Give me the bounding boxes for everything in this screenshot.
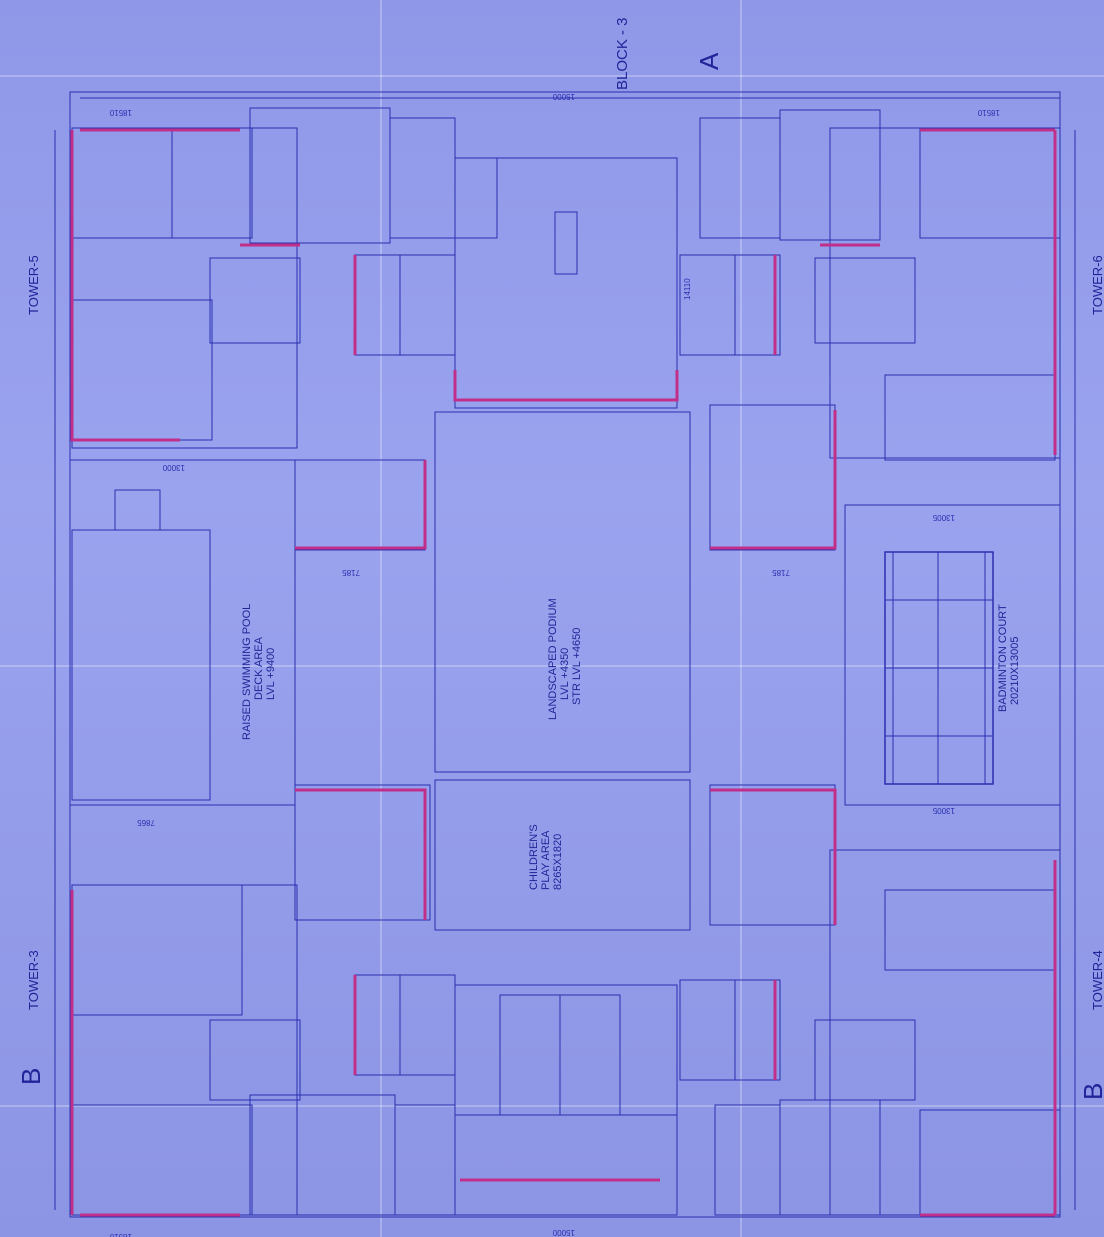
t6-stair-2 (814, 257, 916, 344)
bc-lower (454, 1114, 678, 1216)
tower-6-outline (829, 127, 1061, 459)
t4-club (709, 784, 836, 926)
dimension: 7865 (137, 818, 155, 827)
wall (710, 788, 837, 925)
tower-5-outline (71, 127, 298, 449)
badminton-label-2: 20210X13005 (1009, 636, 1021, 705)
fold-line (0, 665, 1104, 667)
grid-marker-a: A (694, 52, 724, 70)
play-label-1: CHILDREN'S (528, 824, 540, 890)
wall (295, 460, 427, 550)
fold-line (0, 1105, 1104, 1107)
block-label: BLOCK - 3 (614, 17, 631, 90)
t5-stair-2 (399, 254, 456, 356)
pool-label-3: LVL +9400 (265, 648, 277, 700)
t5-unit (389, 117, 456, 239)
t3-unit (71, 884, 243, 1016)
wall (710, 410, 837, 550)
dimension: 15000 (552, 1228, 575, 1237)
dimension: 14110 (683, 278, 692, 300)
tower-3-outline (71, 884, 298, 1216)
t5-stair (209, 257, 301, 344)
dimension: 18510 (109, 108, 132, 117)
t6-club (709, 404, 836, 551)
tower-4-label: TOWER-4 (1090, 950, 1104, 1010)
dimension: 13005 (932, 513, 955, 522)
bc-unit (499, 994, 561, 1116)
wall (453, 370, 679, 402)
dimension: 7185 (772, 568, 790, 577)
t3-lift (354, 974, 401, 1076)
t6-unit (699, 117, 781, 239)
t5-unit (71, 127, 173, 239)
t4-stair-2 (814, 1019, 916, 1101)
podium-label-2: LVL +4350 (559, 648, 571, 700)
dimension: 15000 (552, 92, 575, 101)
t5-club (294, 459, 426, 551)
court-zone (844, 504, 1061, 806)
tower-4-outline (829, 849, 1061, 1216)
tower-6-label: TOWER-6 (1090, 255, 1104, 315)
fold-line (380, 0, 382, 1237)
pool-deck (69, 459, 296, 806)
tower-5-label: TOWER-5 (26, 255, 41, 315)
t4-unit (919, 1109, 1061, 1216)
t4-unit (714, 1104, 781, 1216)
stair-block-top (454, 157, 498, 239)
tower-3-label: TOWER-3 (26, 950, 41, 1010)
dimension: 7185 (342, 568, 360, 577)
t6-lift (734, 254, 781, 356)
pool-label-1: RAISED SWIMMING POOL (241, 604, 253, 740)
t4-lift (734, 979, 781, 1081)
podium-label-3: STR LVL +4650 (571, 628, 583, 705)
bc-unit (559, 994, 621, 1116)
t6-unit (919, 127, 1061, 239)
jacuzzi (114, 489, 161, 531)
t3-unit (71, 1104, 253, 1216)
t6-unit (884, 374, 1056, 461)
podium-label-1: LANDSCAPED PODIUM (547, 598, 559, 720)
swimming-pool (71, 529, 211, 801)
fold-line (0, 75, 1104, 77)
t3-stair-2 (399, 974, 456, 1076)
wall (295, 788, 427, 920)
landscaped-podium-area (434, 411, 691, 773)
t5-unit (71, 299, 213, 441)
t3-club (294, 784, 431, 921)
t3-unit (249, 1094, 396, 1216)
t3-unit (394, 1104, 456, 1216)
t6-stair (679, 254, 736, 356)
childrens-play-area (434, 779, 691, 931)
pool-label-2: DECK AREA (253, 636, 265, 700)
play-label-2: PLAY AREA (540, 830, 552, 890)
dimension: 18510 (109, 1232, 132, 1237)
t4-unit (884, 889, 1056, 971)
grid-marker-b-right: B (1078, 1083, 1104, 1100)
t5-unit (171, 127, 253, 239)
dimension: 13005 (932, 806, 955, 815)
central-shaft (554, 211, 578, 275)
wall (70, 130, 180, 442)
dimension: 13000 (162, 463, 185, 472)
play-label-3: 8265X1820 (552, 834, 564, 890)
wall-highlights (70, 128, 1057, 1217)
badminton-label-1: BADMINTON COURT (997, 604, 1009, 712)
t5-lift (354, 254, 401, 356)
fold-line (740, 0, 742, 1237)
t3-stair (209, 1019, 301, 1101)
top-courtyard (454, 157, 678, 409)
t4-stair (679, 979, 736, 1081)
dimension: 18510 (977, 108, 1000, 117)
grid-marker-b-left: B (16, 1068, 46, 1085)
